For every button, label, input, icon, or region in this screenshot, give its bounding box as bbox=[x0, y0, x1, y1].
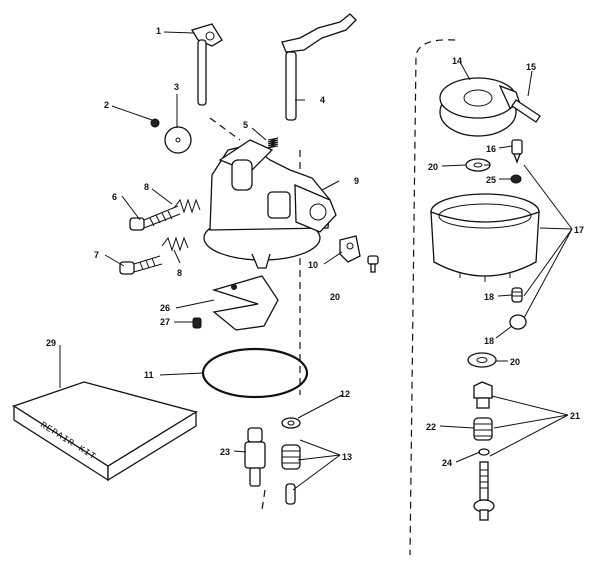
label-26: 26 bbox=[160, 303, 170, 313]
repair-kit-box-part-29: REPAIR KIT bbox=[11, 381, 199, 482]
label-8-lower: 8 bbox=[177, 268, 182, 278]
label-9: 9 bbox=[354, 176, 359, 186]
label-18-upper: 18 bbox=[484, 292, 494, 302]
bowl-nut-part-21 bbox=[473, 381, 493, 409]
label-3: 3 bbox=[174, 82, 179, 92]
label-16: 16 bbox=[486, 144, 496, 154]
spring-needle-part-13 bbox=[281, 444, 301, 505]
screw-part-18-upper bbox=[511, 287, 523, 303]
spring-part-5 bbox=[267, 137, 279, 149]
choke-shaft-part-4 bbox=[281, 13, 357, 121]
spring-part-8-upper bbox=[173, 198, 201, 214]
bracket-part-10 bbox=[339, 235, 361, 263]
throttle-shaft-part-1 bbox=[191, 23, 223, 106]
clip-part-25 bbox=[510, 174, 522, 184]
label-12: 12 bbox=[340, 389, 350, 399]
adjusting-needle bbox=[473, 461, 495, 521]
throttle-plate-part-3 bbox=[164, 126, 192, 154]
washer-part-20-lower bbox=[467, 352, 497, 368]
label-27: 27 bbox=[160, 317, 170, 327]
label-20-upper: 20 bbox=[428, 162, 438, 172]
screw-part-2 bbox=[150, 118, 160, 128]
needle-part-16 bbox=[511, 139, 523, 164]
float-bowl-part-17 bbox=[430, 193, 540, 282]
label-17: 17 bbox=[574, 225, 584, 235]
label-11: 11 bbox=[144, 370, 154, 380]
label-20-lower: 20 bbox=[510, 357, 520, 367]
screw-part-20-center bbox=[367, 255, 379, 273]
screw-part-18-lower bbox=[509, 314, 527, 330]
label-6: 6 bbox=[112, 192, 117, 202]
washer-part-12 bbox=[281, 417, 301, 429]
label-7: 7 bbox=[94, 250, 99, 260]
label-25: 25 bbox=[486, 175, 496, 185]
o-ring-part-11 bbox=[201, 347, 309, 399]
float-group-dashed-outline bbox=[409, 39, 456, 556]
label-5: 5 bbox=[243, 120, 248, 130]
idle-screw-part-7 bbox=[119, 255, 163, 275]
label-29: 29 bbox=[46, 338, 56, 348]
label-2: 2 bbox=[104, 100, 109, 110]
adjusting-screw-part-6 bbox=[129, 205, 181, 231]
washer-part-24 bbox=[478, 448, 490, 456]
screw-part-27 bbox=[192, 317, 202, 329]
jet-stem-part-23 bbox=[244, 427, 266, 487]
spring-part-8-lower bbox=[161, 236, 189, 252]
carburetor-body-part-9 bbox=[203, 139, 337, 269]
label-15: 15 bbox=[526, 62, 536, 72]
leader-lines bbox=[59, 31, 573, 491]
gasket-plate-part-26 bbox=[211, 275, 279, 331]
label-10: 10 bbox=[308, 260, 318, 270]
label-13: 13 bbox=[342, 452, 352, 462]
label-18-lower: 18 bbox=[484, 336, 494, 346]
label-8-upper: 8 bbox=[144, 182, 149, 192]
label-23: 23 bbox=[220, 447, 230, 457]
spring-part-22 bbox=[473, 417, 493, 441]
label-24: 24 bbox=[442, 458, 452, 468]
label-20-center: 20 bbox=[330, 292, 340, 302]
label-14: 14 bbox=[452, 56, 462, 66]
float-pin-part-15 bbox=[498, 84, 541, 123]
label-4: 4 bbox=[320, 95, 325, 105]
label-21: 21 bbox=[570, 411, 580, 421]
float-part-14 bbox=[439, 77, 517, 137]
label-22: 22 bbox=[426, 422, 436, 432]
label-1: 1 bbox=[156, 26, 161, 36]
callout-labels: 1 2 3 4 5 6 8 9 7 8 10 20 26 27 11 29 12… bbox=[46, 26, 584, 468]
